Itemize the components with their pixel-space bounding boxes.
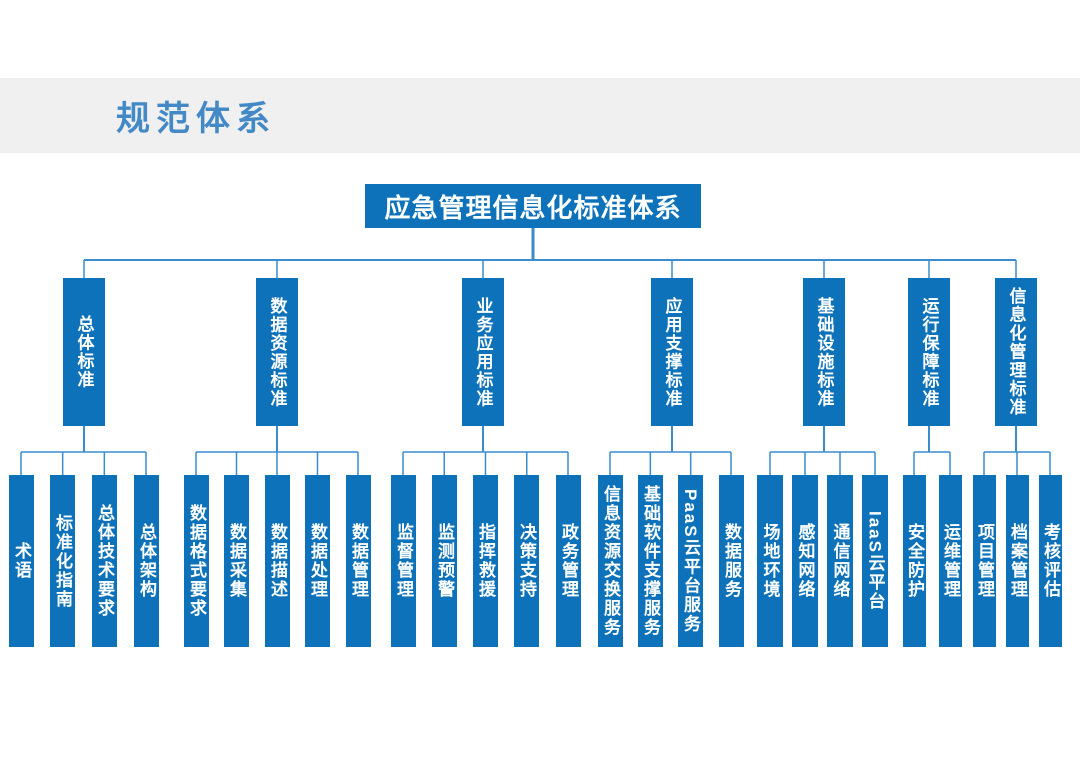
- leaf-node: 运维管理: [939, 475, 962, 647]
- root-node-label: 应急管理信息化标准体系: [384, 192, 682, 223]
- leaf-node-label: 监督管理: [394, 523, 413, 599]
- leaf-node: 项目管理: [973, 475, 996, 647]
- branch-node-label: 总体标准: [74, 315, 94, 389]
- leaf-node: 数据采集: [224, 475, 249, 647]
- root-node: 应急管理信息化标准体系: [365, 184, 701, 228]
- leaf-node-label: 术语: [12, 542, 31, 580]
- leaf-node: 数据管理: [346, 475, 371, 647]
- leaf-node-label: 政务管理: [559, 523, 578, 599]
- leaf-node-label: 通信网络: [830, 523, 850, 599]
- leaf-node: 安全防护: [903, 475, 926, 647]
- leaf-node: 术语: [9, 475, 34, 647]
- leaf-node: 数据处理: [305, 475, 330, 647]
- leaf-node: 数据服务: [719, 475, 744, 647]
- leaf-node-label: IaaS云平台: [865, 511, 885, 611]
- leaf-node-label: 数据处理: [308, 523, 327, 599]
- leaf-node: PaaS云平台服务: [678, 475, 703, 647]
- leaf-node-label: 数据管理: [349, 523, 368, 599]
- branch-node-label: 运行保障标准: [919, 296, 939, 408]
- branch-node: 信息化管理标准: [995, 278, 1037, 426]
- leaf-node-label: 数据格式要求: [187, 504, 206, 618]
- branch-node: 总体标准: [63, 278, 105, 426]
- leaf-node: 基础软件支撑服务: [638, 475, 663, 647]
- leaf-node-label: 总体架构: [137, 523, 156, 599]
- leaf-node: 场地环境: [757, 475, 783, 647]
- leaf-node: 决策支持: [514, 475, 539, 647]
- leaf-node-label: PaaS云平台服务: [681, 488, 700, 634]
- page-title: 规范体系: [116, 100, 276, 138]
- branch-node-label: 基础设施标准: [814, 296, 834, 408]
- leaf-node: IaaS云平台: [862, 475, 888, 647]
- leaf-node: 感知网络: [792, 475, 818, 647]
- leaf-node: 数据描述: [265, 475, 290, 647]
- leaf-node: 指挥救援: [473, 475, 498, 647]
- leaf-node-label: 数据描述: [268, 523, 287, 599]
- leaf-node: 考核评估: [1039, 475, 1062, 647]
- leaf-node-label: 基础软件支撑服务: [641, 485, 660, 637]
- leaf-node: 通信网络: [827, 475, 853, 647]
- leaf-node-label: 档案管理: [1008, 523, 1027, 599]
- branch-node-label: 应用支撑标准: [662, 296, 682, 408]
- leaf-node-label: 数据服务: [722, 523, 741, 599]
- leaf-node-label: 场地环境: [760, 523, 780, 599]
- branch-node: 数据资源标准: [256, 278, 298, 426]
- leaf-node-label: 标准化指南: [53, 513, 72, 609]
- leaf-node: 监测预警: [432, 475, 457, 647]
- leaf-node: 政务管理: [556, 475, 581, 647]
- leaf-node-label: 感知网络: [795, 523, 815, 599]
- branch-node-label: 信息化管理标准: [1006, 287, 1026, 417]
- branch-node-label: 业务应用标准: [473, 296, 493, 408]
- leaf-node: 数据格式要求: [184, 475, 209, 647]
- branch-node: 应用支撑标准: [651, 278, 693, 426]
- header-band: 规范体系: [0, 78, 1080, 153]
- branch-node: 基础设施标准: [803, 278, 845, 426]
- leaf-node-label: 项目管理: [975, 523, 994, 599]
- leaf-node-label: 监测预警: [435, 523, 454, 599]
- leaf-node-label: 安全防护: [905, 523, 924, 599]
- leaf-node-label: 决策支持: [517, 523, 536, 599]
- leaf-node: 信息资源交换服务: [598, 475, 623, 647]
- leaf-node: 总体技术要求: [92, 475, 117, 647]
- branch-node: 业务应用标准: [462, 278, 504, 426]
- leaf-node-label: 数据采集: [227, 523, 246, 599]
- leaf-node: 总体架构: [134, 475, 159, 647]
- leaf-node: 档案管理: [1006, 475, 1029, 647]
- leaf-node-label: 总体技术要求: [95, 504, 114, 618]
- leaf-node: 监督管理: [391, 475, 416, 647]
- branch-node: 运行保障标准: [908, 278, 950, 426]
- leaf-node-label: 考核评估: [1041, 523, 1060, 599]
- leaf-node-label: 指挥救援: [476, 523, 495, 599]
- leaf-node-label: 信息资源交换服务: [601, 485, 620, 637]
- leaf-node: 标准化指南: [50, 475, 75, 647]
- leaf-node-label: 运维管理: [941, 523, 960, 599]
- branch-node-label: 数据资源标准: [267, 296, 287, 408]
